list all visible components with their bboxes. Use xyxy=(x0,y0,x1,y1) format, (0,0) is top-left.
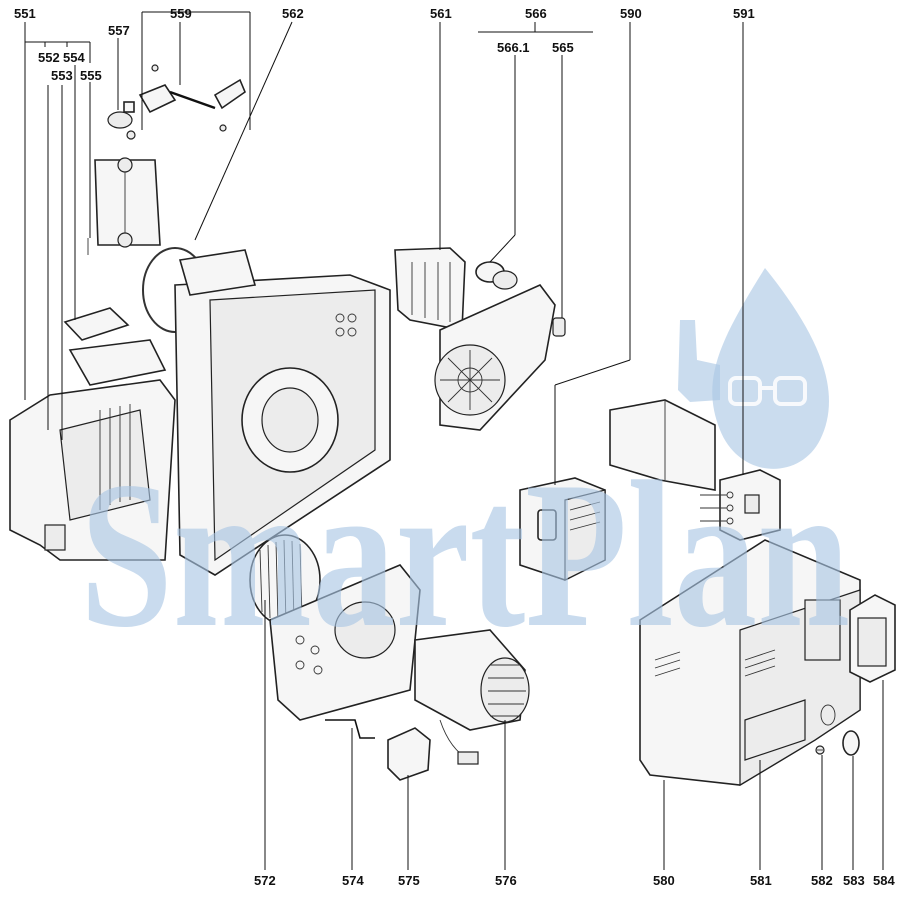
part-terminal-block xyxy=(700,469,781,541)
label-574: 574 xyxy=(342,873,364,888)
part-control-box xyxy=(519,477,606,581)
part-bracket xyxy=(394,247,466,331)
label-553: 553 xyxy=(51,68,73,83)
label-551: 551 xyxy=(14,6,36,21)
label-561: 561 xyxy=(430,6,452,21)
part-motor xyxy=(414,629,530,765)
part-linkage-rod xyxy=(138,64,246,132)
label-584: 584 xyxy=(873,873,895,888)
label-576: 576 xyxy=(495,873,517,888)
label-566-1: 566.1 xyxy=(497,40,530,55)
part-plugs xyxy=(475,261,518,290)
label-580: 580 xyxy=(653,873,675,888)
label-591: 591 xyxy=(733,6,755,21)
label-554: 554 xyxy=(63,50,85,65)
part-ignition-transformer xyxy=(387,727,431,781)
part-adjusting-knob xyxy=(107,101,136,140)
label-583: 583 xyxy=(843,873,865,888)
water-drop-icon xyxy=(712,268,829,469)
label-557: 557 xyxy=(108,23,130,38)
part-window-cover xyxy=(849,594,896,683)
part-sight-panel xyxy=(87,157,161,255)
label-581: 581 xyxy=(750,873,772,888)
label-565: 565 xyxy=(552,40,574,55)
part-fan-impeller xyxy=(249,534,321,626)
thumbs-up-icon xyxy=(678,320,720,402)
label-562: 562 xyxy=(282,6,304,21)
watermark-logo: SmartPlan xyxy=(80,268,850,671)
label-575: 575 xyxy=(398,873,420,888)
label-559: 559 xyxy=(170,6,192,21)
label-590: 590 xyxy=(620,6,642,21)
glasses-icon xyxy=(728,376,807,406)
part-labels: 551 552 553 554 555 557 559 562 561 566 … xyxy=(14,6,895,888)
part-cover-plate-wheel xyxy=(434,284,556,431)
part-electrode-wire xyxy=(325,719,375,739)
label-582: 582 xyxy=(811,873,833,888)
label-552: 552 xyxy=(38,50,60,65)
label-555: 555 xyxy=(80,68,102,83)
leader-lines xyxy=(24,11,884,870)
part-oval-cap xyxy=(842,730,860,756)
part-grommet xyxy=(552,317,566,337)
part-screw xyxy=(815,745,825,755)
part-mounting-plate xyxy=(609,399,716,491)
watermark-text: SmartPlan xyxy=(80,439,850,671)
part-fan-housing xyxy=(142,247,391,576)
label-566: 566 xyxy=(525,6,547,21)
part-air-intake-housing xyxy=(9,339,176,561)
label-572: 572 xyxy=(254,873,276,888)
part-motor-flange xyxy=(269,564,421,721)
part-label-plate xyxy=(744,699,806,761)
part-cover-plate xyxy=(63,307,130,341)
